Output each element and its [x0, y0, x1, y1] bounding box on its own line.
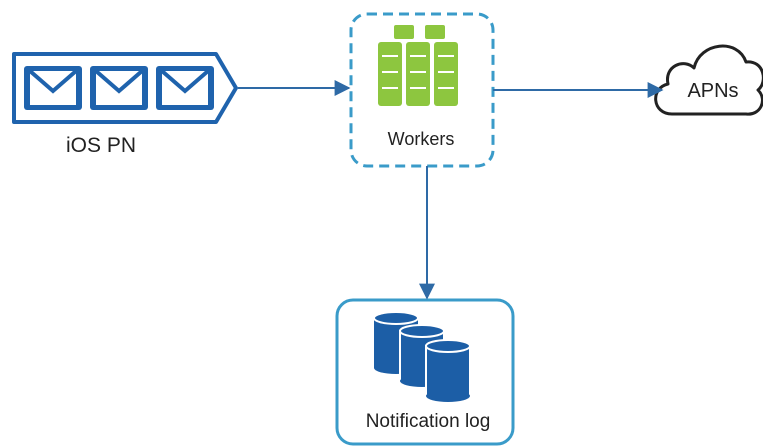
ios-pn-queue-icon — [12, 52, 238, 124]
notification-log-label: Notification log — [365, 411, 491, 432]
envelope-icon — [24, 66, 82, 110]
apns-label: APNs — [687, 80, 739, 102]
database-icon — [373, 311, 471, 402]
envelope-icon — [90, 66, 148, 110]
ios-pn-label: iOS PN — [66, 134, 137, 157]
workers-label: Workers — [387, 129, 455, 149]
envelope-icon — [156, 66, 214, 110]
server-rack-icon — [378, 25, 458, 106]
